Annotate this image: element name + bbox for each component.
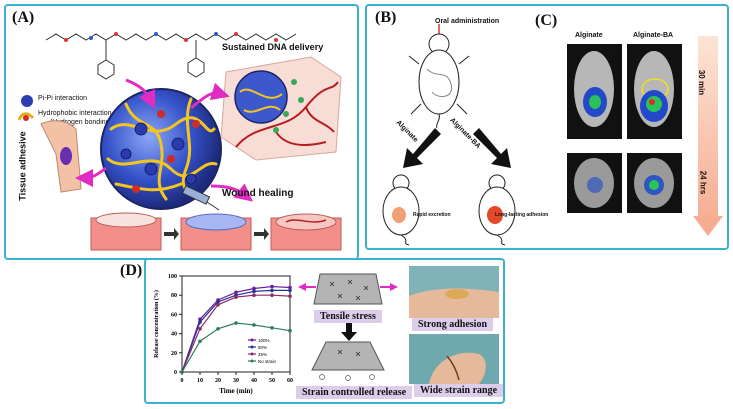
data-point [180,370,184,374]
data-point [252,323,256,327]
fluorescence-image [567,44,622,139]
long-lasting-label: Long-lasting adhesion [495,212,549,218]
y-axis-label: Release concentration (%) [153,290,160,358]
arrow-icon [298,283,398,291]
data-point [216,327,220,331]
data-point [234,295,238,299]
panel-b-label: (B) [375,9,397,26]
chemical-structure-icon [45,32,297,80]
panel-b: (B) (C) Oral administration Alginate Alg… [365,4,729,250]
data-point [234,290,238,295]
legend-entry: 100% [258,338,270,343]
y-tick-label: 0 [174,370,177,376]
legend-entry: No strain [258,359,277,364]
legend-entry: 25% [258,352,267,357]
x-tick-label: 40 [251,378,257,384]
legend-entry: 50% [258,345,267,350]
tensile-block-icon [313,273,383,305]
released-block-icon [311,341,385,381]
fluorescence-image [627,44,682,139]
hydrogel-network-icon [100,88,222,210]
data-point [216,303,220,307]
data-point [198,327,202,331]
strong-adhesion-label: Strong adhesion [412,318,494,331]
mouse-icon [382,174,420,246]
y-tick-label: 20 [171,351,177,357]
fluorescence-image [627,153,682,213]
time-arrow-icon [693,36,723,236]
data-point [216,300,220,304]
tensile-stress-label: Tensile stress [314,310,382,323]
data-point [270,284,274,289]
data-point [288,288,292,293]
fluorescence-image [567,153,622,213]
hydrogen-label: (Hydrogen bonding) [50,119,112,126]
x-tick-label: 60 [287,378,293,384]
time-30min-label: 30 min [697,69,707,96]
data-point [198,317,202,321]
x-tick-label: 10 [197,378,203,384]
panel-d-label: (D) [120,262,143,279]
arrow-icon [403,128,511,168]
data-point [288,285,292,290]
hydrophobic-icon [17,112,35,121]
mouse-icon [408,24,470,129]
arrow-icon [75,78,254,202]
col-alginate-ba-label: Alginate-BA [633,32,674,39]
col-alginate-label: Alginate [575,32,603,39]
wound-sequence-icon [90,212,342,251]
arrow-icon [341,323,357,341]
finger-photo-strain [409,334,499,384]
data-point [252,286,256,291]
wound-healing-label: Wound healing [222,188,294,199]
tissue-block-icon [220,56,342,161]
data-point [252,289,256,294]
wide-strain-label: Wide strain range [414,384,504,397]
panel-a-label: (A) [12,9,35,26]
data-point [288,294,292,298]
data-point [234,321,238,325]
finger-photo-adhesion [409,266,499,318]
data-point [270,326,274,330]
data-point [288,328,292,333]
data-point [198,320,202,324]
x-tick-label: 50 [269,378,275,384]
strain-release-label: Strain controlled release [296,386,413,399]
panel-a: (A) Pi-Pi interaction Hydrophobic intera… [4,4,359,260]
series-line-3 [181,322,291,373]
rapid-excretion-label: Rapid excretion [413,212,451,218]
data-point [270,293,274,297]
pi-pi-label: Pi-Pi interaction [38,95,88,102]
x-tick-label: 0 [181,378,184,384]
data-point [198,339,202,344]
data-point [270,288,274,293]
arm-icon [40,120,82,193]
data-point [252,293,256,297]
legend-marker [250,338,254,342]
x-tick-label: 20 [215,378,221,384]
legend-marker [250,352,254,356]
y-tick-label: 60 [171,312,177,318]
panel-c-label: (C) [535,12,558,29]
hydrophobic-label: Hydrophobic interaction [38,110,112,117]
syringe-icon [181,185,220,211]
y-tick-label: 40 [171,332,177,338]
y-tick-label: 100 [168,274,177,280]
mouse-icon [478,174,516,246]
pi-pi-icon [21,95,33,107]
legend-marker [250,359,254,363]
y-tick-label: 80 [171,293,177,299]
oral-administration-label: Oral administration [435,18,500,25]
x-axis-label: Time (min) [219,387,253,395]
legend-marker [250,345,254,349]
time-24hrs-label: 24 hrs [698,170,708,195]
sustained-label: Sustained DNA delivery [222,42,324,52]
x-tick-label: 30 [233,378,239,384]
